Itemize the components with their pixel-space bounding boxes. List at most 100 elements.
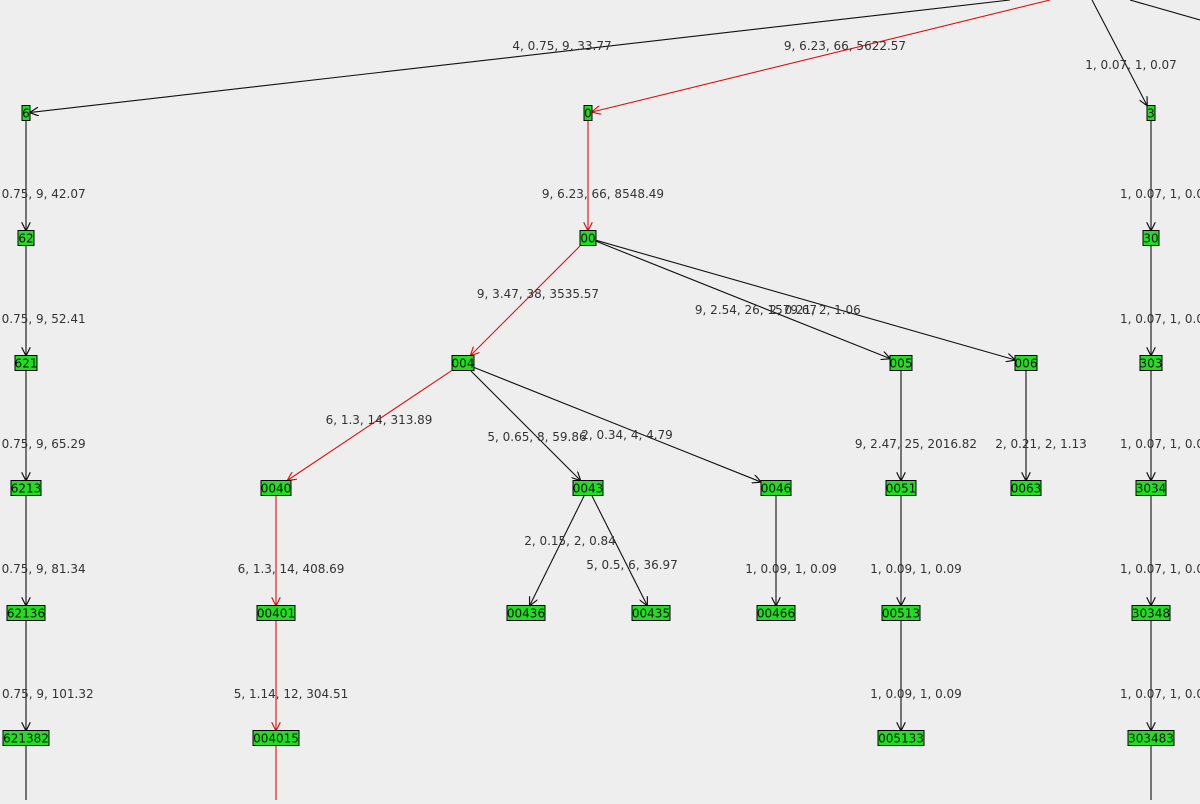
node-box[interactable] — [877, 730, 925, 746]
node-box[interactable] — [14, 355, 38, 371]
node-label: 004015 — [253, 732, 299, 746]
edge-root-3 — [1091, 0, 1147, 105]
node-00[interactable]: 00 — [579, 230, 597, 246]
node-box[interactable] — [889, 355, 913, 371]
node-box[interactable] — [1010, 480, 1042, 496]
node-box[interactable] — [631, 605, 671, 621]
node-label: 0043 — [573, 482, 604, 496]
edge-label: 4, 0.75, 9, 81.34 — [0, 562, 86, 576]
edge-label: 1, 0.07, 1, 0.0 — [1120, 437, 1200, 451]
node-box[interactable] — [260, 480, 292, 496]
node-0043[interactable]: 0043 — [572, 480, 604, 496]
node-box[interactable] — [756, 605, 796, 621]
edge-label: 9, 6.23, 66, 5622.57 — [784, 39, 906, 53]
node-label: 303483 — [1128, 732, 1174, 746]
node-label: 30348 — [1132, 607, 1170, 621]
node-0051[interactable]: 0051 — [885, 480, 917, 496]
node-label: 3 — [1147, 107, 1155, 121]
node-62[interactable]: 62 — [17, 230, 35, 246]
node-00513[interactable]: 00513 — [881, 605, 921, 621]
node-3[interactable]: 3 — [1146, 105, 1156, 121]
node-label: 00435 — [632, 607, 670, 621]
edge-label: 2, 0.34, 4, 4.79 — [581, 428, 673, 442]
node-005[interactable]: 005 — [889, 355, 913, 371]
node-box[interactable] — [6, 605, 46, 621]
node-label: 30 — [1143, 232, 1158, 246]
node-box[interactable] — [2, 730, 50, 746]
node-box[interactable] — [21, 105, 31, 121]
node-00436[interactable]: 00436 — [506, 605, 546, 621]
node-00466[interactable]: 00466 — [756, 605, 796, 621]
node-label: 00401 — [257, 607, 295, 621]
node-box[interactable] — [1131, 605, 1171, 621]
node-label: 62 — [18, 232, 33, 246]
edge-label: 2, 0.21, 2, 1.06 — [769, 303, 861, 317]
node-0063[interactable]: 0063 — [1010, 480, 1042, 496]
node-303483[interactable]: 303483 — [1127, 730, 1175, 746]
edge-label: 2, 0.21, 2, 1.13 — [995, 437, 1087, 451]
node-00401[interactable]: 00401 — [256, 605, 296, 621]
node-box[interactable] — [760, 480, 792, 496]
node-0046[interactable]: 0046 — [760, 480, 792, 496]
node-box[interactable] — [256, 605, 296, 621]
node-005133[interactable]: 005133 — [877, 730, 925, 746]
edge-label: 9, 2.54, 26, 1579.67 — [695, 303, 817, 317]
node-box[interactable] — [572, 480, 604, 496]
node-6[interactable]: 6 — [21, 105, 31, 121]
node-box[interactable] — [10, 480, 42, 496]
edge-label: 5, 1.14, 12, 304.51 — [234, 687, 349, 701]
node-box[interactable] — [1135, 480, 1167, 496]
edge-root-6 — [31, 0, 1011, 112]
node-box[interactable] — [579, 230, 597, 246]
node-box[interactable] — [506, 605, 546, 621]
node-30[interactable]: 30 — [1142, 230, 1160, 246]
edges-layer — [26, 0, 1200, 800]
edge-e004-0043 — [470, 370, 580, 480]
node-00435[interactable]: 00435 — [631, 605, 671, 621]
edge-label: 1, 0.07, 1, 0.0 — [1120, 312, 1200, 326]
node-label: 0051 — [886, 482, 917, 496]
edge-e004-0046 — [474, 367, 761, 482]
node-box[interactable] — [583, 105, 593, 121]
node-label: 005 — [890, 357, 913, 371]
node-box[interactable] — [1014, 355, 1038, 371]
edge-label: 9, 3.47, 38, 3535.57 — [477, 287, 599, 301]
node-621382[interactable]: 621382 — [2, 730, 50, 746]
node-box[interactable] — [1127, 730, 1175, 746]
node-004[interactable]: 004 — [451, 355, 475, 371]
node-box[interactable] — [451, 355, 475, 371]
node-box[interactable] — [17, 230, 35, 246]
node-label: 6 — [22, 107, 30, 121]
edge-label: 1, 0.09, 1, 0.09 — [745, 562, 837, 576]
node-621[interactable]: 621 — [14, 355, 38, 371]
node-box[interactable] — [1139, 355, 1163, 371]
edge-e0043-00435 — [591, 495, 647, 605]
node-0040[interactable]: 0040 — [260, 480, 292, 496]
node-box[interactable] — [1146, 105, 1156, 121]
node-303[interactable]: 303 — [1139, 355, 1163, 371]
edge-label: 1, 0.07, 1, 0.0 — [1120, 687, 1200, 701]
node-6213[interactable]: 6213 — [10, 480, 42, 496]
node-label: 621 — [15, 357, 38, 371]
node-label: 00466 — [757, 607, 795, 621]
node-006[interactable]: 006 — [1014, 355, 1038, 371]
node-box[interactable] — [252, 730, 300, 746]
node-004015[interactable]: 004015 — [252, 730, 300, 746]
node-30348[interactable]: 30348 — [1131, 605, 1171, 621]
node-label: 0 — [584, 107, 592, 121]
node-box[interactable] — [1142, 230, 1160, 246]
node-label: 00 — [580, 232, 595, 246]
node-label: 004 — [452, 357, 475, 371]
edge-e00-005 — [596, 240, 890, 358]
edge-label: 1, 0.07, 1, 0.0 — [1120, 562, 1200, 576]
node-3034[interactable]: 3034 — [1135, 480, 1167, 496]
edge-label: 6, 1.3, 14, 408.69 — [238, 562, 345, 576]
edge-label: 1, 0.09, 1, 0.09 — [870, 562, 962, 576]
node-62136[interactable]: 62136 — [6, 605, 46, 621]
node-0[interactable]: 0 — [583, 105, 593, 121]
node-label: 005133 — [878, 732, 924, 746]
node-box[interactable] — [885, 480, 917, 496]
node-box[interactable] — [881, 605, 921, 621]
edge-e00-006 — [596, 239, 1015, 359]
